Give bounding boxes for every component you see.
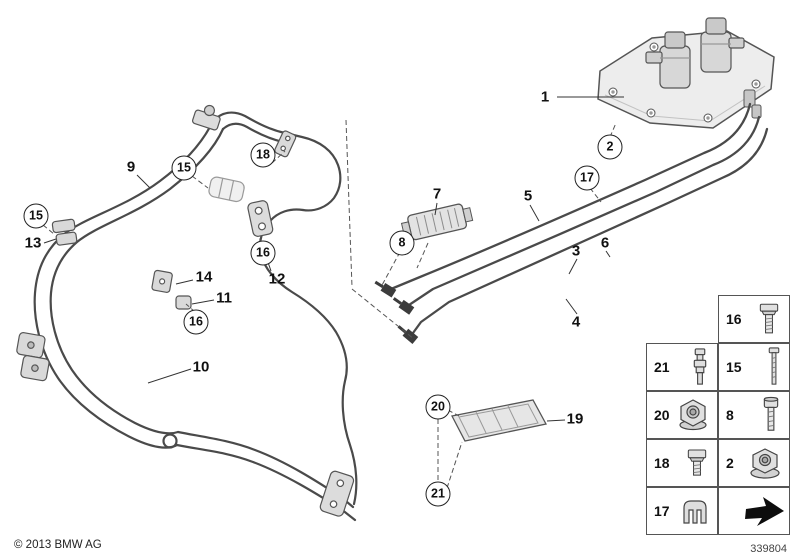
- callout-20[interactable]: 20: [425, 394, 451, 420]
- long-screw-icon: [766, 347, 782, 387]
- pipe-clip-icon: [680, 496, 710, 526]
- module-part-19: [451, 399, 547, 442]
- socket-bolt-icon: [760, 396, 782, 434]
- callout-4[interactable]: 4: [571, 313, 581, 331]
- bracket-part-18-mount: [274, 130, 297, 158]
- legend-cell-20[interactable]: 20: [646, 391, 718, 439]
- legend-cell-21[interactable]: 21: [646, 343, 718, 391]
- bracket-part-12: [247, 200, 274, 237]
- clamps-and-brackets: [16, 104, 355, 517]
- direction-arrow-icon: [743, 494, 787, 528]
- pressure-pipes-3-4-5-6: [389, 102, 769, 335]
- callout-16-lower[interactable]: 16: [183, 309, 209, 335]
- flange-nut-icon: [676, 397, 710, 433]
- callout-16-upper[interactable]: 16: [250, 240, 276, 266]
- legend-cell-18[interactable]: 18: [646, 439, 718, 487]
- leader-lines: [43, 96, 624, 422]
- clamp-part-14: [151, 269, 173, 293]
- callout-18[interactable]: 18: [250, 142, 276, 168]
- callout-19[interactable]: 19: [566, 410, 584, 428]
- diagram-number: 339804: [750, 543, 787, 555]
- legend-number: 20: [654, 407, 670, 423]
- legend-number: 18: [654, 455, 670, 471]
- callout-11[interactable]: 11: [216, 289, 232, 307]
- callout-9[interactable]: 9: [126, 158, 136, 176]
- callout-13[interactable]: 13: [24, 234, 42, 252]
- legend-cell-16[interactable]: 16: [718, 295, 790, 343]
- callout-8[interactable]: 8: [389, 230, 415, 256]
- left-pipe-assembly-9-10-13: [33, 111, 358, 522]
- callout-21[interactable]: 21: [425, 481, 451, 507]
- callout-17[interactable]: 17: [574, 165, 600, 191]
- copyright-notice: © 2013 BMW AG: [14, 539, 102, 551]
- bracket-part-13: [51, 218, 78, 246]
- callout-3[interactable]: 3: [571, 242, 581, 260]
- legend-cell-arrow[interactable]: [718, 487, 790, 535]
- clip-part-11: [175, 295, 192, 310]
- solenoid-valve-icon: [645, 17, 745, 89]
- callout-6[interactable]: 6: [600, 234, 610, 252]
- callout-1[interactable]: 1: [540, 88, 550, 106]
- construction-lines: [42, 119, 617, 489]
- legend-cell-15[interactable]: 15: [718, 343, 790, 391]
- legend-number: 17: [654, 503, 670, 519]
- callout-15-top[interactable]: 15: [171, 155, 197, 181]
- hex-bolt-short-icon: [684, 446, 710, 480]
- legend-cell-8[interactable]: 8: [718, 391, 790, 439]
- valve-block-part-1: [597, 17, 775, 129]
- flange-nut-icon: [748, 445, 782, 481]
- callout-2[interactable]: 2: [597, 134, 623, 160]
- legend-number: 16: [726, 311, 742, 327]
- legend-number: 8: [726, 407, 734, 423]
- legend-number: 15: [726, 359, 742, 375]
- callout-15-left[interactable]: 15: [23, 203, 49, 229]
- callout-7[interactable]: 7: [432, 185, 442, 203]
- callout-5[interactable]: 5: [523, 187, 533, 205]
- legend-number: 21: [654, 359, 670, 375]
- bleeder-screw-icon: [690, 348, 710, 386]
- legend-number: 2: [726, 455, 734, 471]
- legend-cell-2[interactable]: 2: [718, 439, 790, 487]
- callout-14[interactable]: 14: [195, 268, 213, 286]
- legend-cell-17[interactable]: 17: [646, 487, 718, 535]
- callout-10[interactable]: 10: [192, 358, 210, 376]
- hex-bolt-icon: [756, 300, 782, 338]
- callout-12[interactable]: 12: [268, 270, 286, 288]
- parts-legend: 16 21 15: [646, 295, 790, 535]
